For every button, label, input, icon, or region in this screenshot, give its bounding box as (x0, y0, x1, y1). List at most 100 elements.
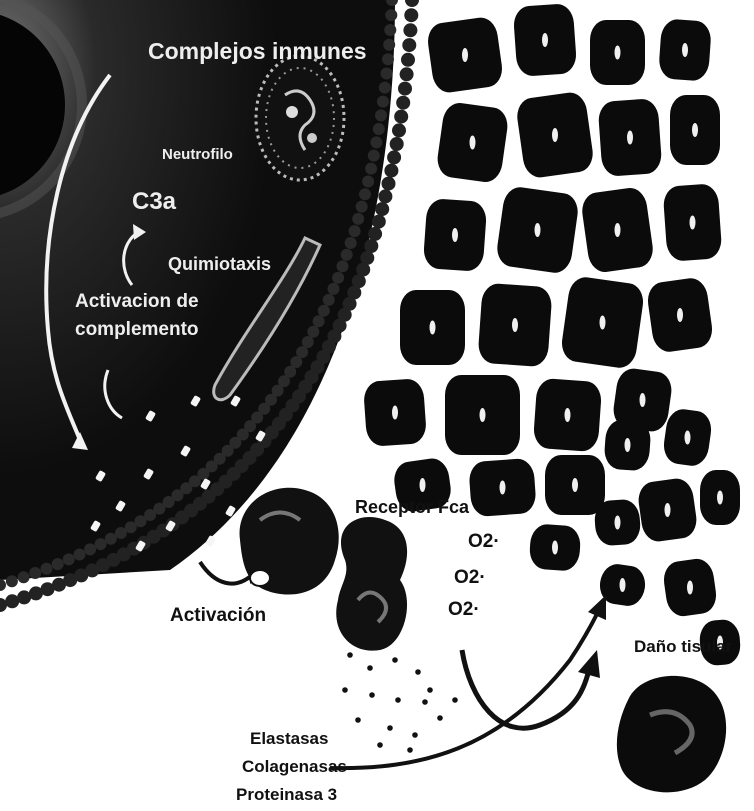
endothelial-bead (6, 575, 18, 587)
granule (377, 742, 383, 748)
tissue-cell-nucleus (677, 308, 683, 322)
tissue-cell-nucleus (620, 578, 626, 592)
endothelial-bead (405, 0, 419, 7)
endothelial-bead (63, 553, 75, 565)
granule (347, 652, 353, 658)
tissue-cell-nucleus (615, 46, 621, 60)
endothelial-bead (401, 53, 415, 67)
immune-complexes-label: Complejos inmunes (148, 40, 367, 63)
granule (412, 732, 418, 738)
endothelial-bead (84, 543, 96, 555)
tissue-cell-nucleus (572, 478, 578, 492)
enzyme-label-elastases: Elastasas (250, 730, 328, 747)
endothelial-bead (387, 150, 401, 164)
tissue-cell-nucleus (552, 128, 558, 142)
endothelial-bead (5, 594, 19, 608)
endothelial-bead (356, 201, 368, 213)
endothelial-bead (394, 110, 408, 124)
granule (437, 715, 443, 721)
endothelial-bead (368, 227, 382, 241)
fc-receptor-label: Receptor Fca (355, 498, 469, 516)
tissue-cell-nucleus (480, 408, 486, 422)
endothelial-bead (29, 567, 41, 579)
granule (342, 687, 348, 693)
granule (427, 687, 433, 693)
endothelial-bead (400, 67, 414, 81)
granule (369, 692, 375, 698)
tissue-cell-nucleus (392, 406, 398, 420)
endothelial-bead (404, 8, 418, 22)
endothelial-bead (345, 237, 357, 249)
tissue-cell-nucleus (682, 43, 688, 57)
tissue-cell-nucleus (565, 408, 571, 422)
tissue-cell-nucleus (552, 541, 558, 555)
endothelial-bead (377, 96, 389, 108)
c3a-label: C3a (132, 190, 176, 214)
complement-activation-label-line1: Activacion de (75, 292, 199, 311)
enzyme-label-collagenases: Colagenasas (242, 758, 347, 775)
granule (415, 669, 421, 675)
tissue-cell-nucleus (615, 516, 621, 530)
damaged-tissue-cell (617, 676, 726, 792)
endothelial-bead (403, 23, 417, 37)
superoxide-label-1: O2· (468, 532, 500, 551)
tissue-damage-label: Daño tisular (634, 638, 732, 655)
endothelial-bead (74, 549, 86, 561)
tissue-cell-nucleus (430, 321, 436, 335)
neutrophil-cell (256, 56, 344, 180)
granule (355, 717, 361, 723)
endothelial-bead (323, 294, 335, 306)
endothelial-bead (362, 176, 374, 188)
endothelial-bead (95, 538, 107, 550)
endothelial-bead (0, 579, 6, 591)
superoxide-label-2: O2· (454, 568, 486, 587)
tissue-cell-nucleus (542, 33, 548, 47)
endothelial-bead (378, 189, 392, 203)
tissue-cell-nucleus (452, 228, 458, 242)
endothelial-bead (384, 24, 396, 36)
endothelial-bead (302, 336, 314, 348)
tissue-cell-nucleus (615, 223, 621, 237)
endothelial-bead (341, 249, 353, 261)
endothelial-bead (318, 305, 330, 317)
tissue-cell-nucleus (690, 216, 696, 230)
endothelial-bead (349, 225, 361, 237)
endothelial-bead (365, 163, 377, 175)
endothelial-bead (375, 109, 387, 121)
endothelial-bead (332, 272, 344, 284)
tissue-cell-nucleus (462, 48, 468, 62)
endothelial-bead (398, 82, 412, 96)
tissue-cell-nucleus (512, 318, 518, 332)
endothelial-bead (17, 590, 31, 604)
granule (395, 697, 401, 703)
endothelial-bead (372, 215, 386, 229)
tissue-cell-nucleus (687, 581, 693, 595)
endothelial-bead (368, 150, 380, 162)
endothelial-bead (375, 202, 389, 216)
neutrophil-label: Neutrofilo (162, 147, 233, 162)
tissue-cells (363, 3, 742, 666)
endothelial-bead (359, 188, 371, 200)
tissue-cell-nucleus (717, 491, 723, 505)
endothelial-bead (381, 68, 393, 80)
endothelial-bead (352, 213, 364, 225)
chemotaxis-label: Quimiotaxis (168, 255, 271, 273)
endothelial-bead (382, 177, 396, 191)
enzyme-label-proteinase3: Proteinasa 3 (236, 786, 337, 803)
tissue-cell-nucleus (640, 393, 646, 407)
endothelial-bead (18, 571, 30, 583)
tissue-cell-nucleus (420, 478, 426, 492)
granule (392, 657, 398, 663)
endothelial-bead (41, 563, 53, 575)
granule (367, 665, 373, 671)
endothelial-bead (383, 39, 395, 51)
tissue-cell-nucleus (692, 123, 698, 137)
endothelial-bead (392, 123, 406, 137)
superoxide-label-3: O2· (448, 600, 480, 619)
activation-arrow (200, 562, 252, 584)
endothelial-bead (382, 53, 394, 65)
granule (407, 747, 413, 753)
granule (387, 725, 393, 731)
